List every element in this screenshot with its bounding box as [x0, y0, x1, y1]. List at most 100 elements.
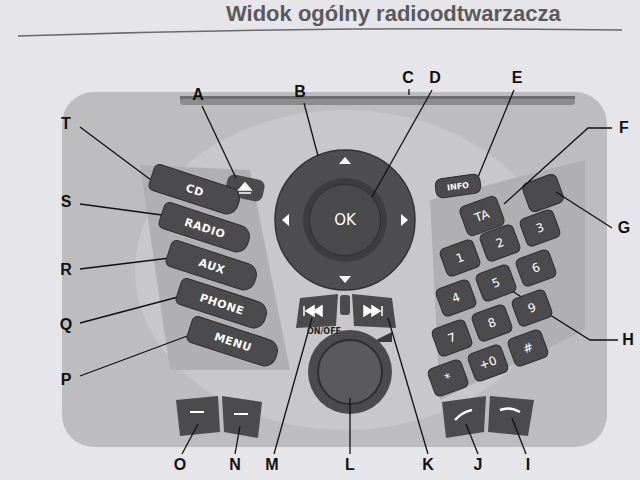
keypad-key: 9: [510, 288, 554, 329]
panel-face: [62, 92, 607, 447]
bottom-right-keys: [442, 396, 534, 438]
callout-letter: T: [61, 115, 71, 133]
keypad-key: +0: [466, 343, 510, 384]
keypad-key: 7: [430, 318, 474, 359]
keypad-key: *: [426, 358, 470, 399]
button-text: OK: [334, 211, 356, 229]
leader-line: [80, 297, 178, 323]
leader-line: [478, 90, 514, 177]
leader-line: [408, 89, 409, 95]
button-text: AUX: [197, 256, 227, 277]
minus-symbol: [190, 411, 204, 413]
arrow-left: [282, 214, 289, 226]
callout-letter: L: [345, 456, 355, 474]
leader-line: [388, 318, 428, 454]
button-text: *: [443, 370, 453, 385]
keypad-key: 6: [514, 248, 558, 289]
leader-line: [349, 398, 350, 454]
button-text: 8: [486, 315, 498, 331]
plus-symbol: [234, 413, 248, 415]
eject-symbol: [239, 183, 251, 193]
leader-line: [182, 424, 198, 454]
button-text: MENU: [213, 330, 254, 354]
callout-letter: H: [622, 331, 634, 349]
prev-symbol: [304, 306, 322, 316]
callout-letter: F: [619, 119, 629, 137]
cd-slot: [180, 96, 575, 105]
callout-letter: C: [402, 69, 414, 87]
callout-letter: B: [294, 83, 306, 101]
callout-letter: P: [61, 371, 72, 389]
leader-line: [80, 335, 190, 376]
knob: [318, 340, 382, 404]
callout-letter: A: [192, 86, 204, 104]
button-text: CD: [184, 181, 205, 199]
button-text: PHONE: [198, 291, 246, 318]
pad-inner: [303, 178, 387, 262]
pad-ring: [275, 150, 415, 290]
next-symbol: [364, 306, 382, 316]
arrow-down: [339, 276, 351, 283]
arrow-right: [401, 214, 408, 226]
keypad-key: 4: [434, 278, 478, 319]
direction-pad: [275, 150, 415, 290]
keypad-key: 8: [470, 303, 514, 344]
cd-slot-edge: [180, 96, 575, 99]
hangup-key: [488, 396, 534, 436]
callout-letter: I: [526, 456, 530, 474]
keypad-key: 3: [518, 208, 562, 249]
button-text: 4: [450, 290, 462, 306]
prev-key: [296, 294, 338, 328]
button-text: 2: [494, 235, 506, 251]
minus-key: [176, 396, 220, 436]
plus-key: [222, 396, 262, 438]
callout-letter: G: [618, 219, 630, 237]
callout-letter: R: [60, 261, 72, 279]
button-text: TA: [473, 207, 492, 225]
leader-line: [466, 424, 478, 454]
button-text: 5: [490, 275, 502, 291]
leader-line: [235, 426, 240, 454]
keypad-key: #: [506, 328, 550, 369]
callout-letter: E: [512, 69, 523, 87]
button-text: RADIO: [183, 215, 227, 240]
leader-line: [274, 318, 312, 454]
page-title: Widok ogólny radioodtwarzacza: [226, 1, 561, 27]
callout-letter: M: [265, 456, 278, 474]
callout-letter: J: [474, 456, 483, 474]
callout-letter: O: [174, 456, 186, 474]
call-key: [442, 396, 486, 438]
button-text: +0: [477, 353, 498, 372]
button-text: 1: [454, 250, 466, 266]
button-text: 6: [530, 260, 542, 276]
menu-button: MENU: [185, 314, 281, 369]
button-text: 7: [446, 330, 458, 346]
leader-line: [80, 204, 162, 215]
bottom-left-keys: [176, 396, 262, 438]
info-button: INFO: [434, 173, 482, 199]
leader-line: [512, 418, 526, 454]
callout-letter: D: [429, 69, 441, 87]
leader-line: [80, 127, 155, 183]
callout-letter: S: [61, 193, 72, 211]
leader-line: [80, 258, 170, 269]
button-text: INFO: [447, 180, 470, 192]
keypad-key: 1: [438, 238, 482, 279]
button-text: 3: [534, 220, 546, 236]
callout-letter: Q: [60, 316, 72, 334]
panel-highlight: [135, 110, 555, 430]
leader-line: [202, 106, 236, 178]
keypad-key: 5: [474, 263, 518, 304]
title-rule: [18, 29, 622, 36]
leader-line: [368, 90, 432, 204]
leader-line: [556, 192, 612, 228]
callout-letter: N: [229, 456, 241, 474]
button-text: 9: [526, 300, 538, 316]
panel-marking: ON/OFF: [307, 327, 341, 336]
arrow-up: [339, 157, 351, 164]
ok-button: OK: [309, 184, 381, 256]
mid-key: [340, 295, 350, 315]
hangup-symbol: [500, 408, 520, 412]
button-text: #: [521, 340, 535, 357]
